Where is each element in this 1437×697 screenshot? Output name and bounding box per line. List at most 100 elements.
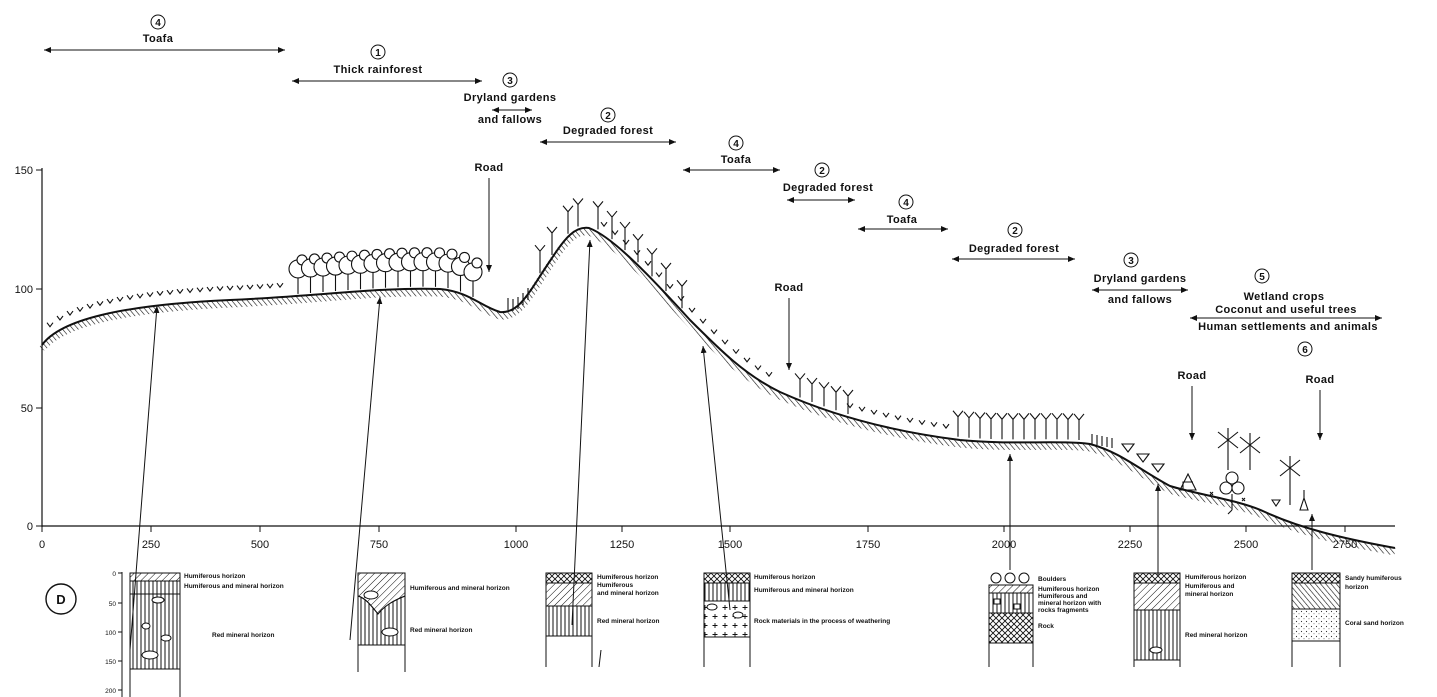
degraded-tree (806, 377, 818, 403)
degraded-tree (952, 410, 964, 437)
zone-number: 5 (1259, 272, 1265, 283)
degraded-tree (632, 233, 644, 263)
toafa-grass-symbol (894, 415, 902, 421)
zone-number: 6 (1302, 345, 1308, 356)
horizon-label: rocks fragments (1038, 607, 1089, 614)
toafa-grass-symbol (677, 295, 685, 302)
degraded-tree (534, 244, 546, 274)
degraded-forest-trees (534, 198, 1085, 440)
toafa-grass-symbol (206, 286, 214, 292)
zone-number: 3 (507, 76, 513, 87)
toafa-grass-symbol (156, 290, 164, 297)
horizon-label: horizon (1345, 584, 1368, 591)
toafa-grass-symbol (166, 289, 174, 296)
profile-pointers (129, 239, 1315, 651)
zone-toafa-1: 4 Toafa (44, 14, 285, 53)
x-tick-label: 250 (142, 539, 160, 551)
toafa-grass-symbol (176, 288, 184, 295)
degraded-tree (1051, 412, 1063, 440)
degraded-tree (1073, 413, 1085, 440)
x-tick-label: 2000 (992, 539, 1016, 551)
horizon-label: Humiferous and mineral horizon (184, 583, 284, 590)
tree-crown (458, 251, 471, 264)
toafa-grass-symbol (918, 419, 926, 426)
degraded-tree (842, 389, 854, 414)
zone-label: Thick rainforest (334, 64, 423, 76)
vegetation-symbols (46, 198, 1309, 515)
horizon-label: mineral horizon (1185, 591, 1233, 598)
toafa-grass-symbol (186, 288, 194, 294)
toafa-grass-symbol (96, 301, 104, 307)
x-axis: 0 250 500 750 1000 1250 1500 1750 2000 2… (39, 525, 1395, 551)
zone-degraded-forest-2: 2 Degraded forest (783, 162, 873, 203)
depth-tick-label: 200 (105, 688, 116, 695)
toafa-grass-symbol (644, 260, 652, 267)
toafa-grass-symbol (116, 296, 124, 302)
road-label: Road (1305, 374, 1334, 386)
degraded-tree (546, 226, 558, 255)
horizon-label: Rock (1038, 623, 1054, 630)
toafa-grass-symbol (136, 293, 144, 299)
soil-profile-4: Humiferous horizon Humiferous and minera… (703, 572, 890, 667)
toafa-grass-symbol (66, 310, 74, 317)
y-tick-label: 100 (15, 284, 33, 296)
toafa-grass-symbol (699, 318, 707, 324)
terrain-profile (39, 226, 1396, 556)
depth-tick-label: 100 (105, 630, 116, 637)
horizon-label: mineral horizon with (1038, 600, 1101, 607)
road-label: Road (774, 282, 803, 294)
garden-fallow-marks (507, 288, 1113, 448)
horizon-label: Humiferous horizon (754, 574, 815, 581)
toafa-grass-symbol (106, 298, 114, 304)
toafa-grass-symbol (688, 307, 696, 313)
soil-profiles: Humiferous horizon Humiferous and minera… (129, 572, 1404, 697)
toafa-grass-symbol (930, 421, 938, 428)
zone-number: 4 (155, 18, 161, 29)
x-tick-label: 2250 (1118, 539, 1142, 551)
zone-toafa-3: 4 Toafa (858, 194, 948, 232)
toafa-grass-symbol (858, 406, 866, 412)
coastal-trees (1120, 428, 1309, 515)
zone-number: 2 (819, 166, 825, 177)
zone-label: Human settlements and animals (1198, 321, 1378, 333)
zone-number: 3 (1128, 256, 1134, 267)
toafa-grass-symbol (276, 282, 284, 289)
toafa-grass-symbols (46, 221, 950, 430)
toafa-grass-symbol (721, 339, 729, 345)
toafa-grass-symbol (256, 284, 264, 290)
zone-label: Coconut and useful trees (1215, 304, 1357, 316)
zone-label: Toafa (887, 214, 918, 226)
zone-label: Degraded forest (563, 125, 653, 137)
zone-label: Dryland gardens (464, 92, 557, 104)
road-label: Road (474, 162, 503, 174)
horizon-label: Humiferous (597, 582, 634, 589)
horizon-label: Humiferous and (1038, 593, 1088, 600)
zone-label: Wetland crops (1244, 291, 1325, 303)
toafa-grass-symbol (882, 412, 890, 418)
toafa-grass-symbol (600, 221, 608, 228)
zone-label: Toafa (721, 154, 752, 166)
horizon-label: Rock materials in the process of weather… (754, 618, 890, 625)
zone-number: 4 (733, 139, 739, 150)
zone-number: 2 (1012, 226, 1018, 237)
horizon-label: Humiferous and mineral horizon (410, 585, 510, 592)
y-tick-label: 0 (27, 521, 33, 533)
horizon-label: Red mineral horizon (1185, 632, 1248, 639)
zone-number: 2 (605, 111, 611, 122)
tree-crown (471, 257, 483, 269)
degraded-tree (985, 412, 997, 439)
zone-thick-rainforest: 1 Thick rainforest (292, 44, 482, 84)
x-tick-label: 1750 (856, 539, 880, 551)
horizon-label: Red mineral horizon (597, 618, 660, 625)
x-tick-label: 1250 (610, 539, 634, 551)
degraded-tree (830, 385, 842, 411)
toafa-grass-symbol (46, 322, 54, 328)
toafa-grass-symbol (666, 283, 674, 290)
toafa-grass-symbol (754, 365, 762, 371)
degraded-tree (963, 411, 975, 438)
zone-degraded-forest-3: 2 Degraded forest (952, 222, 1075, 262)
toafa-grass-symbol (765, 371, 773, 378)
horizon-label: Red mineral horizon (410, 627, 473, 634)
zone-dryland-gardens-1: 3 Dryland gardens and fallows (464, 72, 557, 126)
